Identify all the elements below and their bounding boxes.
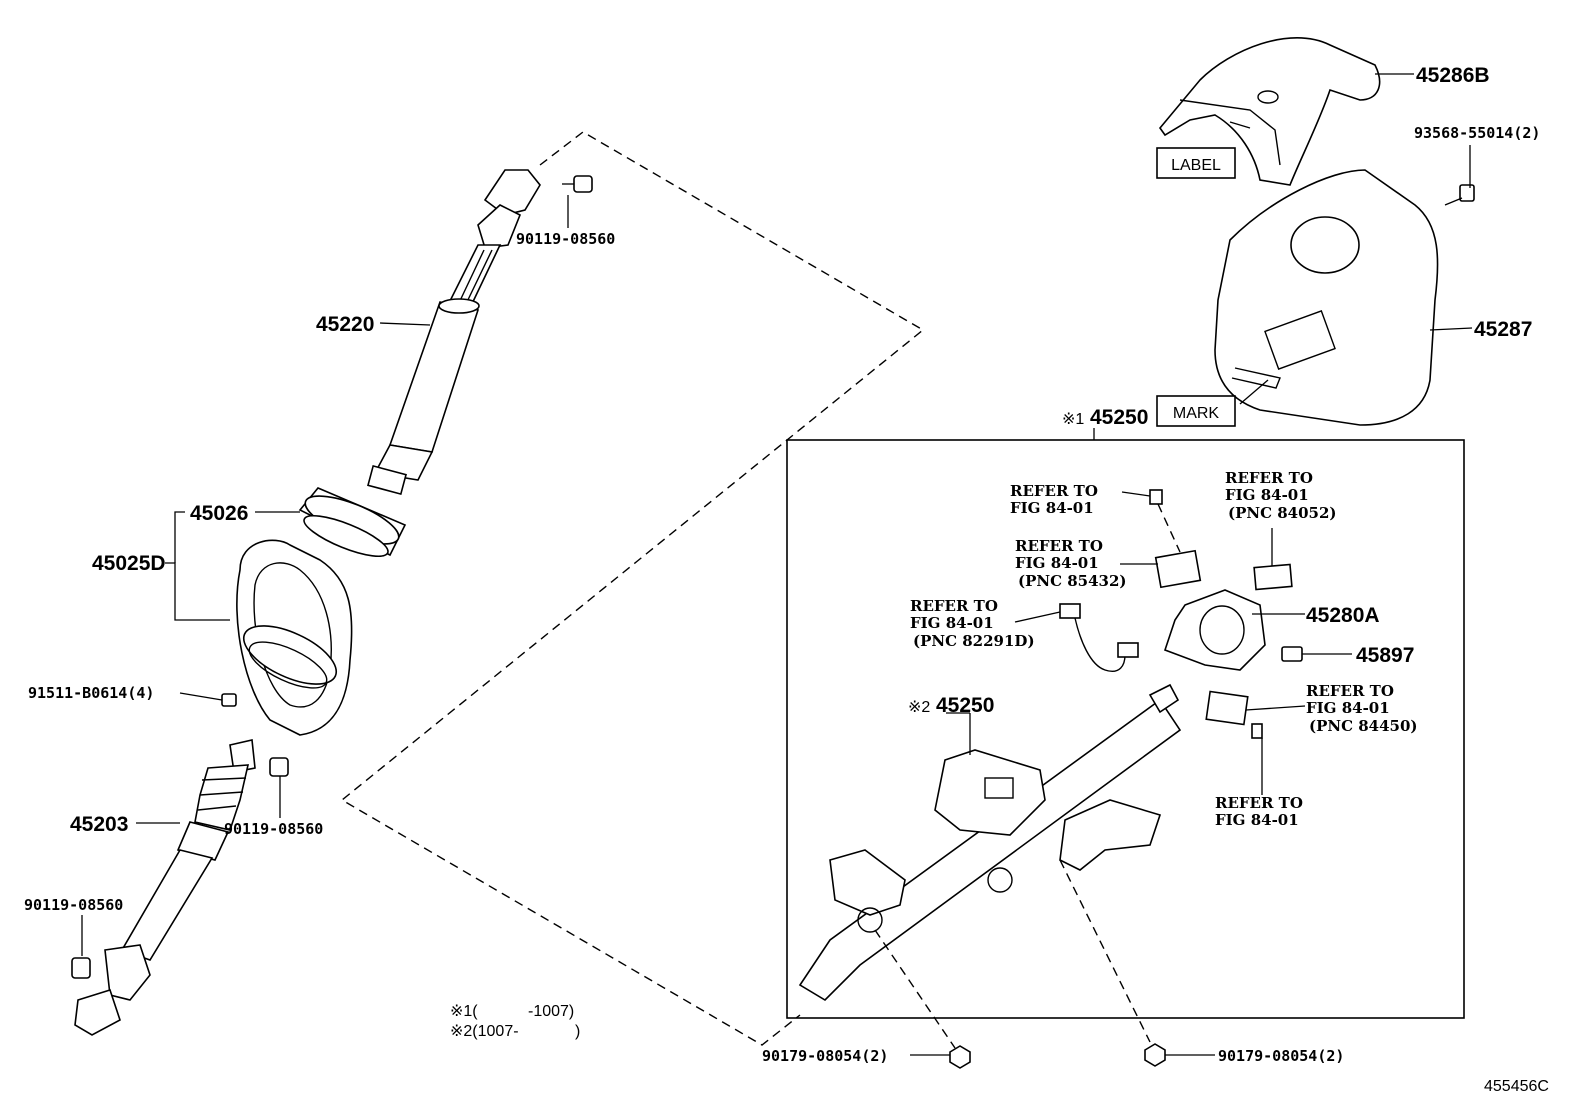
- refer-label-2: REFER TO FIG 84-01 (PNC 84052): [1225, 469, 1337, 522]
- part-label-45287: 45287: [1474, 318, 1532, 341]
- leader-lines: [81, 73, 1473, 1056]
- hole-cover-45025D: [236, 539, 353, 736]
- bolt-90119-top: [562, 175, 593, 193]
- part-label-90179-right: 90179-08054(2): [1218, 1047, 1344, 1065]
- refer-label-4: REFER TO FIG 84-01 (PNC 82291D): [910, 597, 1035, 650]
- part-label-90119-top: 90119-08560: [516, 230, 615, 248]
- part-label-90119-lower: 90119-08560: [24, 896, 123, 914]
- part-label-90179-left: 90179-08054(2): [762, 1047, 888, 1065]
- svg-text:FIG 84-01: FIG 84-01: [1215, 811, 1299, 829]
- part-label-45286B: 45286B: [1416, 64, 1490, 87]
- nut-90179-right: [1144, 1043, 1166, 1067]
- label-box-text: LABEL: [1171, 157, 1221, 174]
- svg-text:FIG 84-01: FIG 84-01: [1306, 699, 1390, 717]
- intermediate-shaft-45220: [367, 169, 541, 496]
- bolt-90119-middle: [269, 757, 289, 777]
- date-notes: ※1( -1007) ※2(1007- ): [450, 1003, 580, 1040]
- key-cylinder-45280A: [1163, 589, 1266, 671]
- svg-text:REFER TO: REFER TO: [1015, 537, 1103, 555]
- svg-text:(PNC 84052): (PNC 84052): [1228, 504, 1337, 522]
- svg-text:REFER TO: REFER TO: [1010, 482, 1098, 500]
- svg-text:REFER TO: REFER TO: [910, 597, 998, 615]
- part-label-45250-upper-mark: ※1: [1062, 411, 1084, 428]
- part-label-45250-lower: 45250: [936, 694, 994, 717]
- svg-text:FIG 84-01: FIG 84-01: [910, 614, 994, 632]
- mark-box: MARK: [1156, 395, 1236, 427]
- bearing-45026: [298, 487, 407, 557]
- switch-pnc-85432: [1154, 549, 1202, 589]
- svg-text:(PNC 82291D): (PNC 82291D): [913, 632, 1035, 650]
- refer-label-6: REFER TO FIG 84-01: [1215, 794, 1303, 829]
- note-1-mark: ※1(: [450, 1003, 478, 1020]
- refer-label-5: REFER TO FIG 84-01 (PNC 84450): [1306, 682, 1418, 735]
- svg-text:FIG 84-01: FIG 84-01: [1225, 486, 1309, 504]
- harness-pnc-82291D: [1059, 603, 1139, 672]
- svg-text:FIG 84-01: FIG 84-01: [1015, 554, 1099, 572]
- svg-text:(PNC 84450): (PNC 84450): [1309, 717, 1418, 735]
- svg-text:REFER TO: REFER TO: [1215, 794, 1303, 812]
- part-label-90119-middle: 90119-08560: [224, 820, 323, 838]
- upper-column-cover-45286B: [1158, 37, 1381, 186]
- screw-93568: [1444, 184, 1475, 206]
- part-label-45220: 45220: [316, 313, 374, 336]
- unit-pnc-84450: [1205, 690, 1249, 726]
- sensor-pnc-84052: [1253, 563, 1293, 591]
- lower-column-cover-45287: [1214, 169, 1439, 426]
- screw-45897: [1281, 646, 1303, 662]
- refer-label-3: REFER TO FIG 84-01 (PNC 85432): [1015, 537, 1127, 590]
- assembly-guide-line: [340, 131, 925, 1046]
- part-label-45250-lower-mark: ※2: [908, 699, 930, 716]
- screw-refer: [1149, 489, 1263, 739]
- svg-text:REFER TO: REFER TO: [1225, 469, 1313, 487]
- diagram-code: 455456C: [1484, 1078, 1549, 1095]
- part-label-45280A: 45280A: [1306, 604, 1380, 627]
- part-label-45203: 45203: [70, 813, 128, 836]
- part-label-45025D: 45025D: [92, 552, 166, 575]
- svg-text:(PNC 85432): (PNC 85432): [1018, 572, 1127, 590]
- lower-shaft-45203: [74, 739, 256, 1036]
- steering-column-45250: [798, 683, 1182, 1002]
- mark-box-text: MARK: [1173, 405, 1220, 422]
- part-label-93568: 93568-55014(2): [1414, 124, 1540, 142]
- part-label-45026: 45026: [190, 502, 248, 525]
- label-box: LABEL: [1156, 147, 1236, 179]
- column-assembly-frame: [786, 439, 1465, 1019]
- part-label-91511: 91511-B0614(4): [28, 684, 154, 702]
- svg-text:FIG 84-01: FIG 84-01: [1010, 499, 1094, 517]
- note-2-range: ): [575, 1023, 580, 1040]
- bolt-91511: [221, 693, 237, 707]
- refer-label-1: REFER TO FIG 84-01: [1010, 482, 1098, 517]
- svg-text:REFER TO: REFER TO: [1306, 682, 1394, 700]
- nut-90179-left: [949, 1045, 971, 1069]
- note-1-range: -1007): [528, 1003, 574, 1020]
- part-label-45250-upper: 45250: [1090, 406, 1148, 429]
- bolt-90119-lower: [71, 957, 91, 979]
- part-label-45897: 45897: [1356, 644, 1414, 667]
- note-2-mark: ※2(1007-: [450, 1023, 519, 1040]
